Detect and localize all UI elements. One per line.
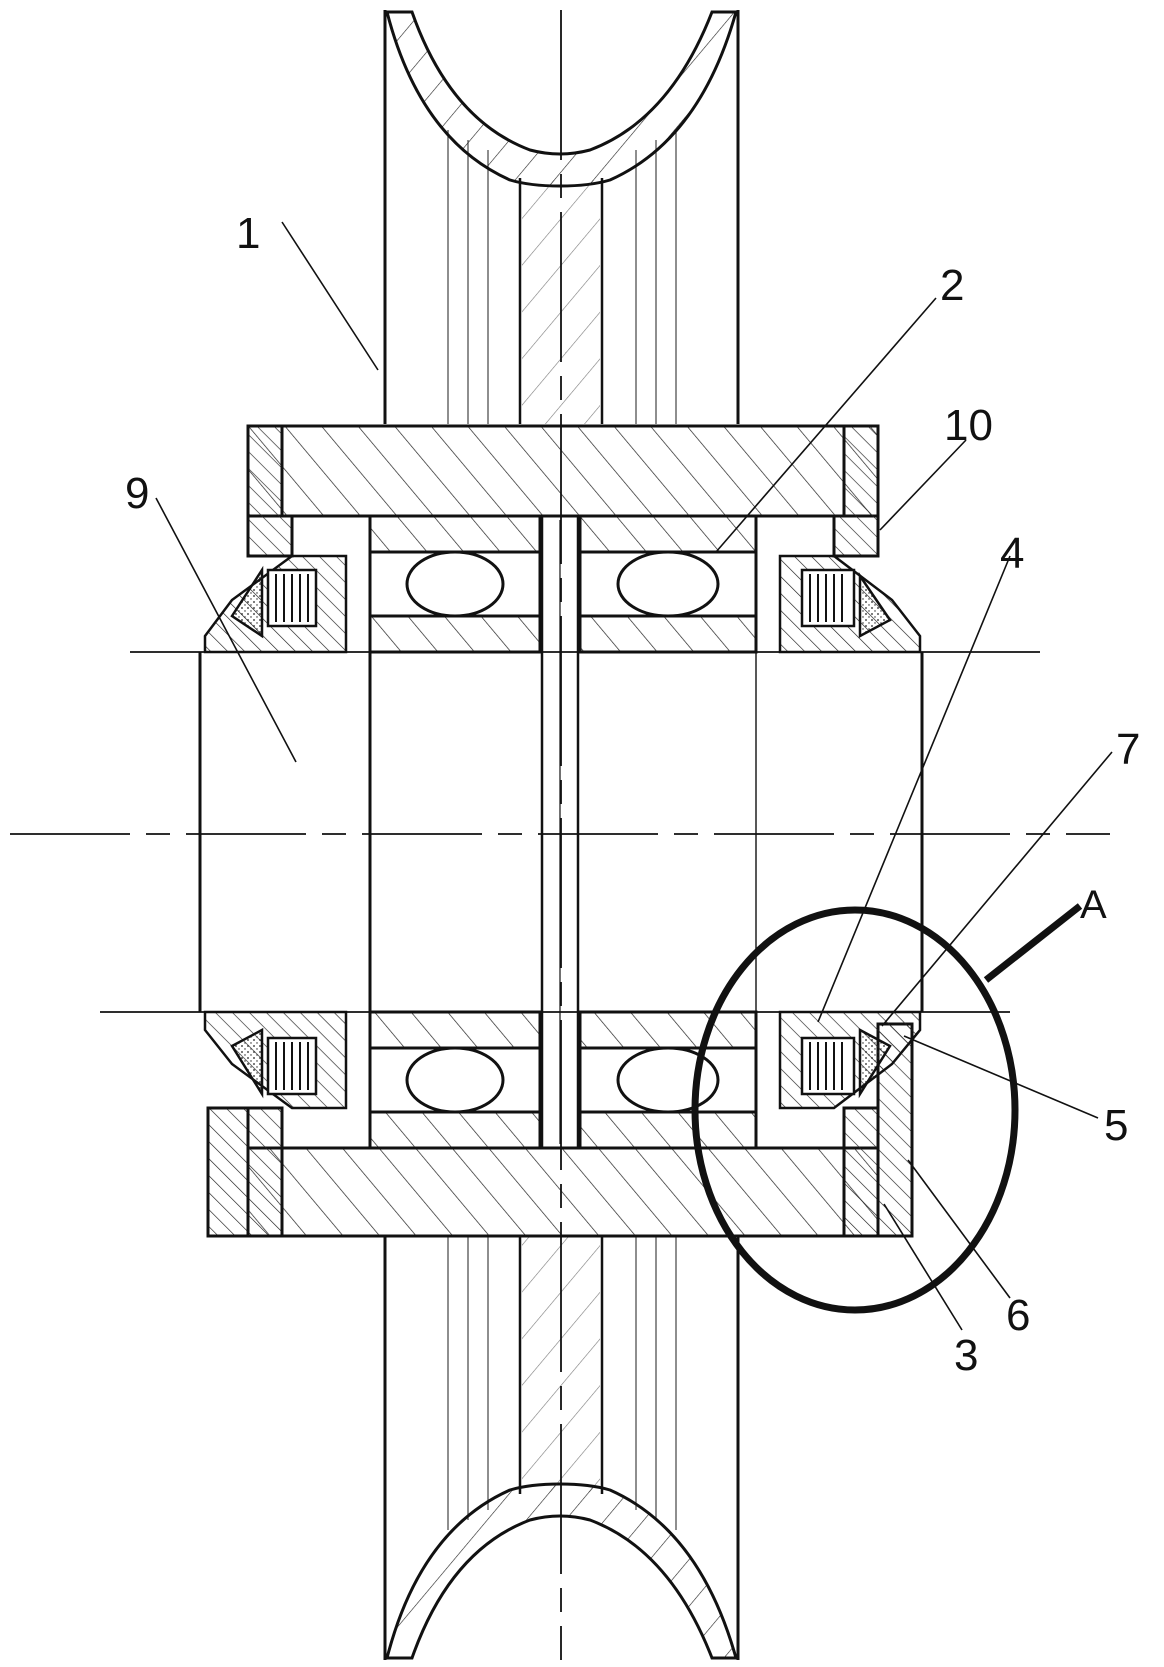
label-7: 7 bbox=[1116, 725, 1140, 774]
label-5: 5 bbox=[1104, 1101, 1128, 1150]
label-2: 2 bbox=[940, 261, 964, 310]
label-10: 10 bbox=[944, 401, 993, 450]
label-3: 3 bbox=[954, 1331, 978, 1380]
label-1: 1 bbox=[236, 209, 260, 258]
label-9: 9 bbox=[125, 469, 149, 518]
label-a: A bbox=[1080, 883, 1107, 927]
seals bbox=[205, 556, 920, 1108]
label-4: 4 bbox=[1000, 529, 1024, 578]
label-6: 6 bbox=[1006, 1291, 1030, 1340]
